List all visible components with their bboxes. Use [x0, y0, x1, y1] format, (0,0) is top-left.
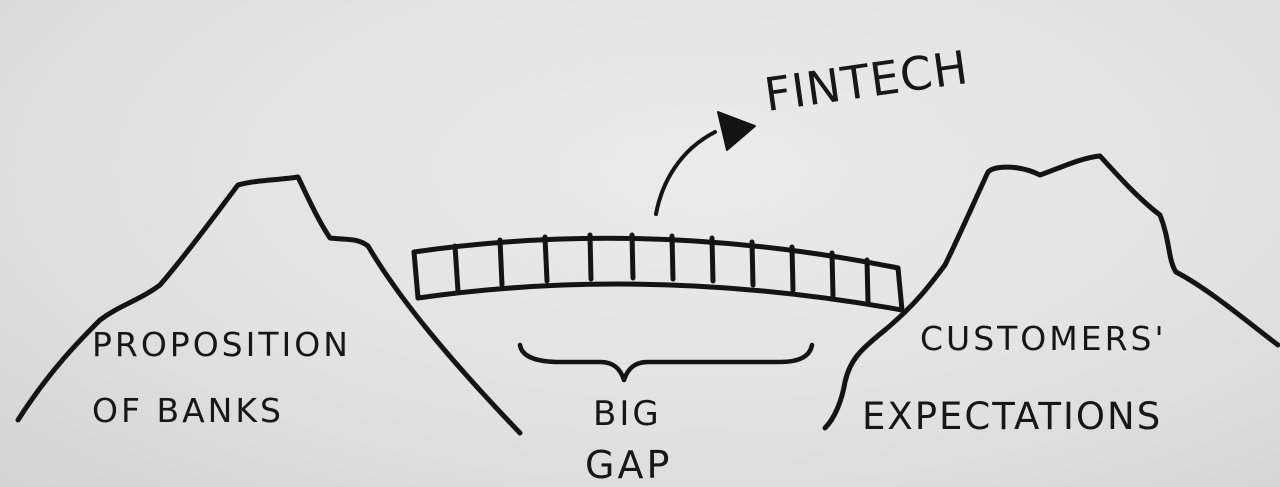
bridge-left-end	[411, 249, 421, 301]
banks-label-line2: OF BANKS	[92, 391, 284, 430]
bridge-slat	[749, 239, 756, 288]
bridge-slat	[669, 233, 676, 282]
bridge-slat	[829, 250, 836, 299]
bridge-bottom-rail	[415, 281, 905, 313]
bridge-slat	[629, 232, 636, 281]
gap-label-line1: BIG	[593, 394, 662, 434]
bridge-slat	[542, 234, 550, 284]
bridge-slats	[452, 232, 871, 305]
bridge-slat	[497, 237, 505, 288]
bridge-slat	[587, 232, 594, 282]
customers-label-line1: CUSTOMERS'	[920, 319, 1167, 358]
bridge-slat	[864, 257, 871, 305]
bridge-top-rail	[411, 235, 901, 271]
fintech-arrow-shaft	[654, 130, 717, 216]
customers-label-line2: EXPECTATIONS	[862, 395, 1163, 438]
fintech-arrow-head	[717, 111, 756, 151]
gap-brace	[517, 342, 815, 383]
bridge-slat	[452, 243, 461, 294]
bridge-slat	[789, 244, 796, 293]
banks-label-line1: PROPOSITION	[92, 325, 351, 364]
bridge-right-end	[895, 265, 905, 313]
gap-label-line2: GAP	[585, 443, 673, 487]
bridge-slat	[709, 235, 716, 284]
right-mountain	[822, 153, 1280, 431]
left-mountain	[15, 174, 523, 436]
